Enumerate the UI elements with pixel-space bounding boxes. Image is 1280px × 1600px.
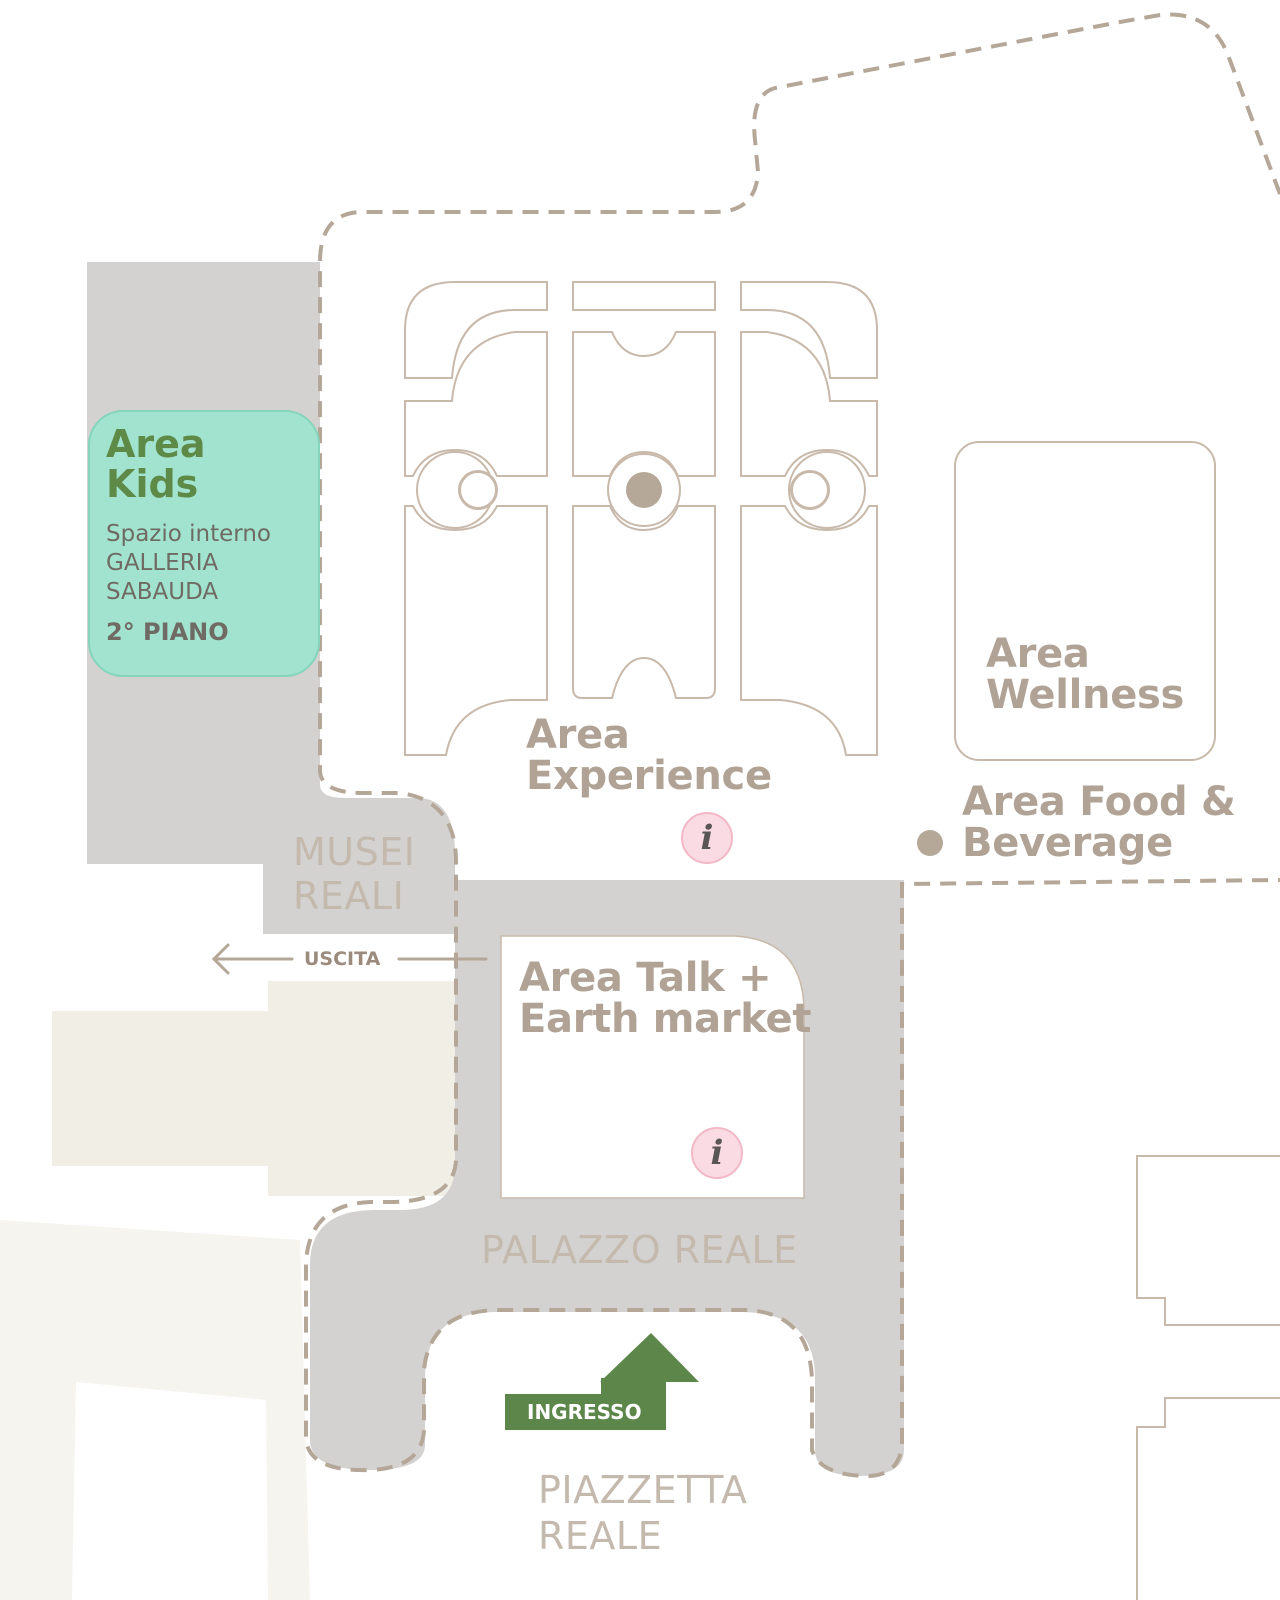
wellness-area-box xyxy=(954,441,1216,761)
kids-area-floor: 2° PIANO xyxy=(106,618,229,646)
piazzetta-reale-label-line1: PIAZZETTA xyxy=(538,1468,748,1512)
experience-area-label-line2: Experience xyxy=(526,753,772,799)
food-area-label-line1: Area Food & xyxy=(962,779,1236,825)
food-area-label-line2: Beverage xyxy=(962,820,1173,866)
musei-reali-label-line2: REALI xyxy=(293,874,405,918)
experience-area-label-line1: Area xyxy=(526,712,630,758)
garden-fountain-icon xyxy=(626,472,662,508)
event-boundary xyxy=(303,12,1280,1479)
arrow-left-icon xyxy=(211,943,488,975)
garden-outline xyxy=(404,281,878,756)
palazzo-reale-label: PALAZZO REALE xyxy=(481,1228,798,1272)
kids-area-subtitle-line3: SABAUDA xyxy=(106,579,219,605)
wellness-area-label-line2: Wellness xyxy=(986,672,1185,718)
talk-area-label-line1: Area Talk + xyxy=(519,955,772,1001)
kids-area-subtitle-line1: Spazio interno xyxy=(106,521,271,547)
musei-reali-label-line1: MUSEI xyxy=(293,830,416,874)
info-icon[interactable]: i xyxy=(691,1127,743,1179)
building-outlines xyxy=(1136,1155,1280,1600)
uscita-label: USCITA xyxy=(304,948,381,970)
ingresso-label: INGRESSO xyxy=(527,1400,642,1424)
arrow-up-icon xyxy=(505,1333,699,1430)
kids-area-title-line1: Area xyxy=(106,422,206,466)
kids-area-subtitle-line2: GALLERIA xyxy=(106,550,219,576)
wellness-area-label-line1: Area xyxy=(986,631,1090,677)
dot-marker-icon xyxy=(917,830,943,856)
building-shapes xyxy=(0,981,455,1600)
kids-area-box xyxy=(88,410,320,677)
talk-area-label-line2: Earth market xyxy=(519,996,812,1042)
kids-area-title-line2: Kids xyxy=(106,462,199,506)
info-icon[interactable]: i xyxy=(681,812,733,864)
piazzetta-reale-label-line2: REALE xyxy=(538,1514,663,1558)
